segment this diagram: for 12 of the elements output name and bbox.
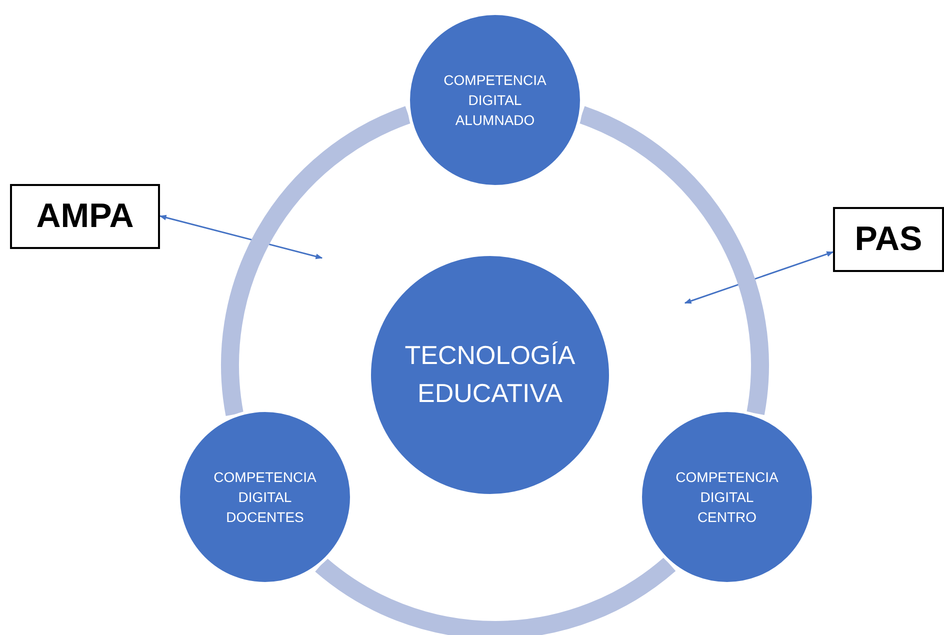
node-label: AMPA xyxy=(36,197,134,236)
label-box xyxy=(10,184,160,249)
label-box xyxy=(833,207,944,272)
node-label: TECNOLOGÍA EDUCATIVA xyxy=(404,339,576,410)
ring-arc xyxy=(316,557,676,635)
double-arrow xyxy=(159,214,323,260)
node-label: COMPETENCIA DIGITAL CENTRO xyxy=(674,468,780,528)
node-label: COMPETENCIA DIGITAL DOCENTES xyxy=(212,468,318,528)
node-label: COMPETENCIA DIGITAL ALUMNADO xyxy=(442,70,548,130)
ring-arc xyxy=(578,106,769,414)
node-label: PAS xyxy=(854,220,922,259)
double-arrow xyxy=(684,251,834,304)
